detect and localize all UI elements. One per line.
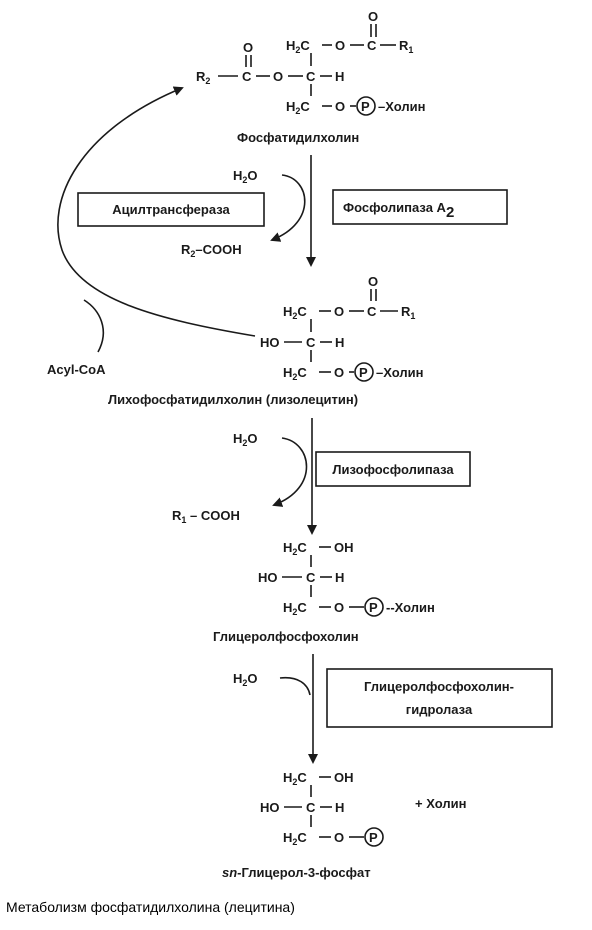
acyltransferase-label: Ацилтрансфераза <box>112 202 230 217</box>
center-c: C <box>306 800 316 815</box>
phosphate-p: P <box>369 830 378 845</box>
r2-label: R2 <box>196 69 210 86</box>
acyltransferase-loop: Acyl-CoA <box>47 86 256 377</box>
lysophospholipase-label: Лизофосфолипаза <box>332 462 454 477</box>
phosphate-p: P <box>359 365 368 380</box>
water-label: H2O <box>233 671 258 688</box>
h-label: H <box>335 800 344 815</box>
h2c-label: H2C <box>283 540 307 557</box>
figure-caption: Метаболизм фосфатидилхолина (лецитина) <box>6 899 295 915</box>
phosphate-p: P <box>361 99 370 114</box>
step-gpc-hydrolase: H2O Глицеролфосфохолин- гидролаза <box>233 654 553 764</box>
ester-c-left: C <box>242 69 252 84</box>
carbonyl-o-top: O <box>368 9 378 24</box>
ester-o: O <box>334 304 344 319</box>
h2c-label: H2C <box>283 304 307 321</box>
phosphatidylcholine-name: Фосфатидилхолин <box>237 130 359 145</box>
h-label: H <box>335 335 344 350</box>
lysolecithin-structure: O H2C O C R1 HO C H H2C O P –Холин Лихоф… <box>108 274 423 407</box>
r1-label: R1 <box>399 38 413 55</box>
carbonyl-o-left: O <box>243 40 253 55</box>
h2c-label: H2C <box>283 770 307 787</box>
oh-label: OH <box>334 540 354 555</box>
phosphoester-o: O <box>334 600 344 615</box>
lysophospholipase-box <box>315 451 471 487</box>
phospholipase-a2-box <box>332 189 508 225</box>
h-label: H <box>335 570 344 585</box>
step-phospholipase-a2: H2O R2–COOH Ацилтрансфераза Фосфолипаза … <box>77 155 508 267</box>
carbonyl-c: C <box>367 304 377 319</box>
h-label: H <box>335 69 344 84</box>
ester-o-left: O <box>273 69 283 84</box>
ester-o: O <box>335 38 345 53</box>
h2c-label: H2C <box>286 99 310 116</box>
r1-label: R1 <box>401 304 415 321</box>
glycerophosphocholine-name: Глицеролфосфохолин <box>213 629 359 644</box>
phosphate-p: P <box>369 600 378 615</box>
center-c: C <box>306 570 316 585</box>
gpc-hydrolase-line2: гидролаза <box>406 702 473 717</box>
metabolism-diagram: O H2C O C R1 O R2 C O C H H2C O P –Холин… <box>47 9 553 880</box>
water-label: H2O <box>233 431 258 448</box>
r2cooh-label: R2–COOH <box>181 242 242 259</box>
r1cooh-label: R1 – COOH <box>172 508 240 525</box>
phospholipase-a2-label: Фосфолипаза A2 <box>343 200 454 221</box>
choline-product-label: + Холин <box>415 796 466 811</box>
glycerol-3-phosphate-name: sn-Глицерол-3-фосфат <box>222 865 371 880</box>
step-lysophospholipase: H2O R1 – COOH Лизофосфолипаза <box>172 418 471 535</box>
acyltransferase-box <box>77 192 265 227</box>
ho-label: HO <box>260 800 280 815</box>
phosphatidylcholine-structure: O H2C O C R1 O R2 C O C H H2C O P –Холин… <box>196 9 425 145</box>
center-c: C <box>306 69 316 84</box>
phosphoester-o: O <box>334 830 344 845</box>
phosphoester-o: O <box>335 99 345 114</box>
ho-label: HO <box>258 570 278 585</box>
phosphoester-o: O <box>334 365 344 380</box>
h2c-label: H2C <box>283 600 307 617</box>
oh-label: OH <box>334 770 354 785</box>
gpc-hydrolase-box <box>326 668 553 728</box>
center-c: C <box>306 335 316 350</box>
choline-label: –Холин <box>376 365 423 380</box>
ho-label: HO <box>260 335 280 350</box>
acylcoa-label: Acyl-CoA <box>47 362 106 377</box>
h2c-label: H2C <box>283 365 307 382</box>
lysolecithin-name: Лихофосфатидилхолин (лизолецитин) <box>108 392 358 407</box>
choline-label: --Холин <box>386 600 435 615</box>
glycerol-3-phosphate-structure: H2C OH HO C H H2C O P + Холин sn-Глицеро… <box>222 770 466 880</box>
h2c-label: H2C <box>286 38 310 55</box>
carbonyl-o: O <box>368 274 378 289</box>
gpc-hydrolase-line1: Глицеролфосфохолин- <box>364 679 514 694</box>
choline-label: –Холин <box>378 99 425 114</box>
h2c-label: H2C <box>283 830 307 847</box>
water-label: H2O <box>233 168 258 185</box>
carbonyl-c: C <box>367 38 377 53</box>
glycerophosphocholine-structure: H2C OH HO C H H2C O P --Холин Глицеролфо… <box>213 540 435 644</box>
